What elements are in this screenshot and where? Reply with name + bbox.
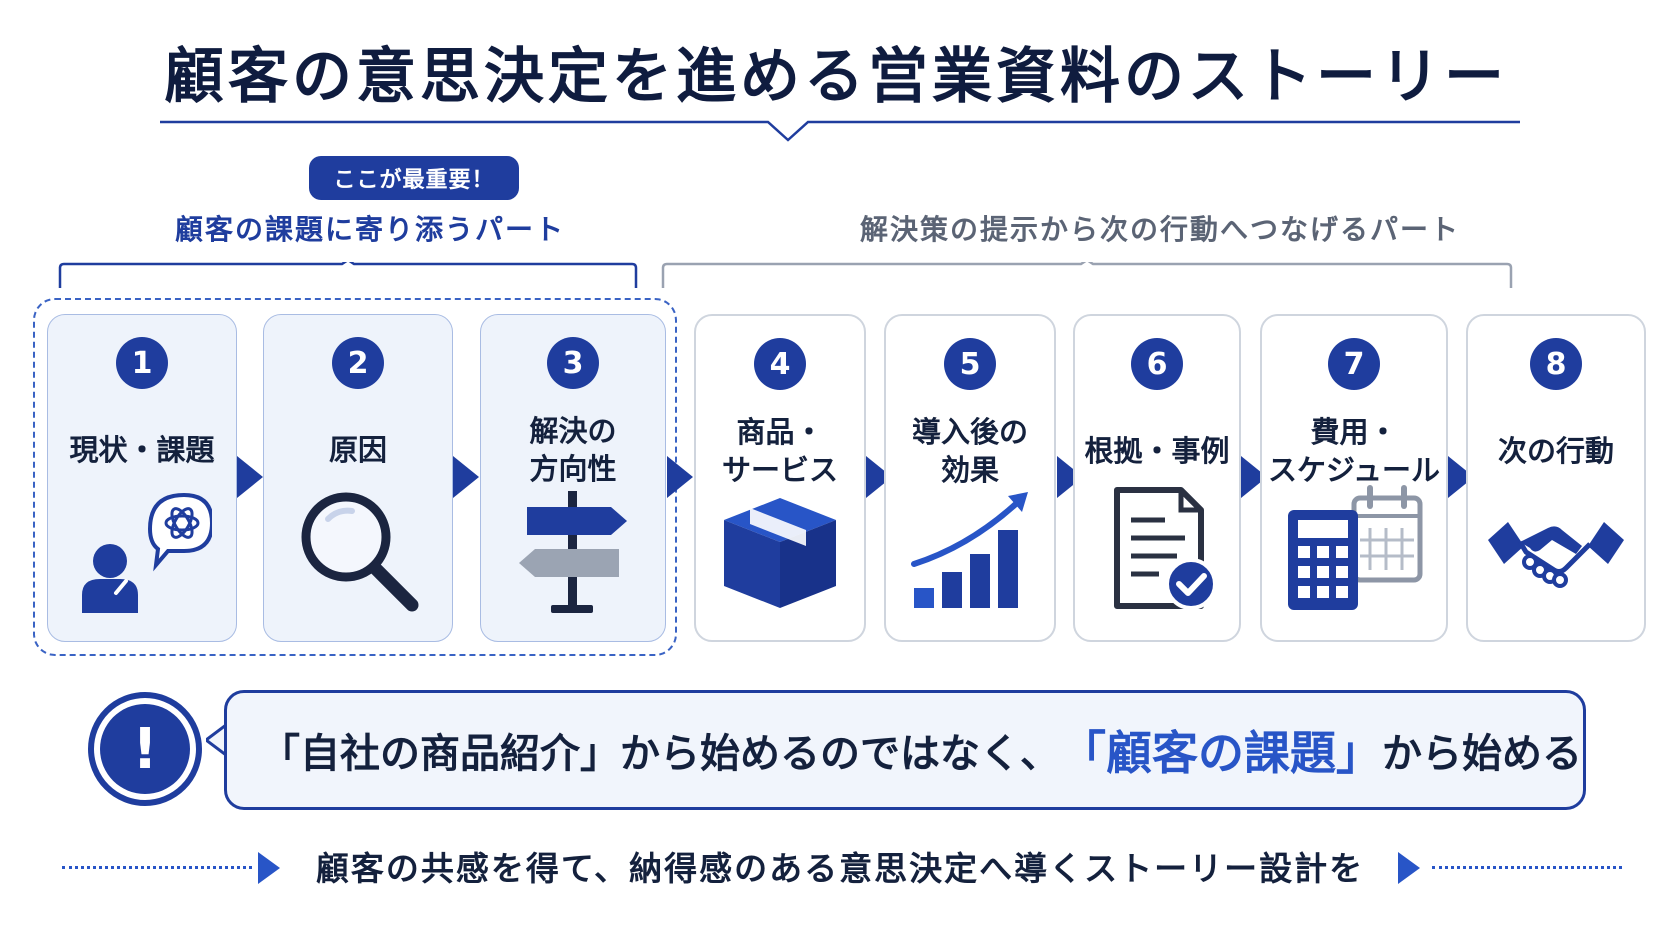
key-message-text: 「自社の商品紹介」から始めるのではなく、 「顧客の課題」 から始める	[260, 718, 1582, 782]
signpost-icon	[519, 491, 627, 613]
step-number: 2	[332, 337, 384, 389]
page-title: 顧客の意思決定を進める営業資料のストーリー	[164, 42, 1508, 112]
step-label: 原因	[328, 433, 387, 467]
solution-section-label: 解決策の提示から次の行動へつなげるパート	[859, 213, 1460, 246]
step-label: 商品・ サービス	[721, 415, 838, 487]
key-message-prefix: 「自社の商品紹介」から始めるのではなく、	[260, 731, 1060, 777]
step-number: 5	[944, 338, 996, 390]
magnifying-glass-icon	[301, 492, 419, 612]
step-card-8: 8 次の行動	[1466, 314, 1646, 642]
step-label: 現状・課題	[69, 433, 215, 467]
flow-arrow-6	[1241, 456, 1267, 498]
box-icon	[724, 498, 836, 608]
footer-dotted-line-left	[62, 866, 252, 869]
alert-icon: !	[88, 692, 202, 806]
step-label: 導入後の 効果	[911, 415, 1028, 487]
flow-arrow-2	[453, 456, 479, 498]
solution-bracket	[661, 262, 1513, 288]
step-card-3: 3 解決の 方向性	[480, 314, 666, 642]
flow-arrow-1	[237, 456, 263, 498]
customer-issue-bracket	[58, 262, 638, 288]
step-card-4: 4 商品・ サービス	[694, 314, 866, 642]
customer-issue-section-label: 顧客の課題に寄り添うパート	[174, 213, 565, 246]
step-number: 8	[1530, 338, 1582, 390]
step-label: 費用・ スケジュール	[1268, 415, 1440, 487]
flow-arrow-7	[1448, 456, 1474, 498]
exclamation-glyph: !	[100, 704, 190, 794]
flow-arrow-5	[1057, 456, 1083, 498]
most-important-badge: ここが最重要！	[309, 156, 519, 200]
step-card-6: 6 根拠・事例	[1073, 314, 1241, 642]
title-divider	[160, 120, 1520, 142]
flow-arrow-4	[866, 456, 892, 498]
step-label: 解決の 方向性	[529, 414, 617, 486]
growth-chart-icon	[911, 492, 1028, 608]
step-number: 1	[116, 337, 168, 389]
step-label: 次の行動	[1497, 434, 1614, 468]
step-number: 7	[1328, 338, 1380, 390]
thinking-person-icon	[82, 492, 212, 613]
key-message-suffix: から始める	[1382, 731, 1582, 777]
step-card-5: 5 導入後の 効果	[884, 314, 1056, 642]
step-card-2: 2 原因	[263, 314, 453, 642]
key-message-highlight: 「顧客の課題」	[1060, 726, 1382, 780]
step-card-7: 7 費用・ スケジュール	[1260, 314, 1448, 642]
step-number: 4	[754, 338, 806, 390]
calculator-calendar-icon	[1288, 485, 1423, 610]
flow-arrow-3	[667, 456, 693, 498]
footer-message: 顧客の共感を得て、納得感のある意思決定へ導くストーリー設計を	[315, 849, 1365, 888]
step-label: 根拠・事例	[1084, 434, 1230, 468]
footer-arrow-left	[258, 852, 280, 884]
checked-document-icon	[1114, 487, 1217, 610]
step-number: 6	[1131, 338, 1183, 390]
step-number: 3	[547, 337, 599, 389]
footer-arrow-right	[1398, 852, 1420, 884]
footer-dotted-line-right	[1432, 866, 1622, 869]
step-card-1: 1 現状・課題	[47, 314, 237, 642]
handshake-icon	[1488, 522, 1624, 588]
key-message-box	[224, 690, 1586, 810]
